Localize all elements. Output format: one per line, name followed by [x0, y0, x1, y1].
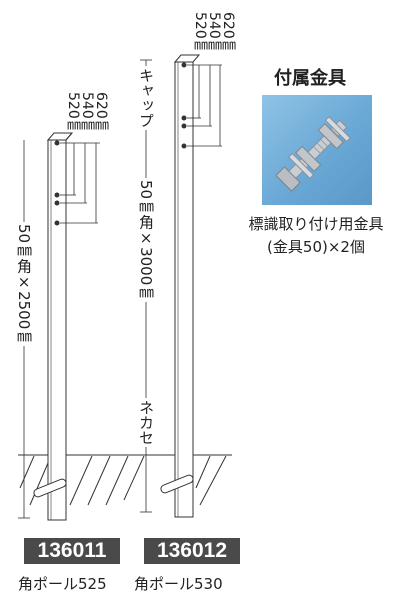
product-name-a: 角ポール525 — [18, 575, 107, 593]
pole-a-hole-dim-620: 620㎜ — [93, 92, 109, 133]
ground-hatching — [18, 454, 232, 506]
pole-a-hole-dim-520: 520㎜ — [65, 92, 81, 133]
pole-a — [18, 132, 100, 521]
product-name-b: 角ポール530 — [134, 575, 223, 593]
pole-a-hole-dim-540: 540㎜ — [79, 92, 95, 133]
product-code-136011: 136011 — [24, 538, 120, 564]
pole-b-hole-dim-620: 620㎜ — [220, 12, 236, 53]
product-code-136012: 136012 — [144, 538, 240, 564]
pole-b-bottom-label: ネカセ — [137, 398, 155, 447]
bolt-photo-icon — [262, 95, 372, 205]
accessory-description-line1: 標識取り付け用金具 — [248, 215, 384, 233]
accessory-title: 付属金具 — [274, 68, 346, 89]
accessory-description-line2: (金具50)×2個 — [267, 238, 365, 256]
pole-a-size-label: 50㎜角×2500㎜ — [15, 222, 33, 347]
pole-b — [140, 54, 222, 518]
pole-b-hole-dim-520: 520㎜ — [192, 12, 208, 53]
bolt-icon — [275, 116, 351, 192]
pole-b-hole-dim-540: 540㎜ — [206, 12, 222, 53]
pole-b-cap-label: キャップ — [137, 66, 155, 130]
pole-b-size-label: 50㎜角×3000㎜ — [137, 178, 155, 303]
